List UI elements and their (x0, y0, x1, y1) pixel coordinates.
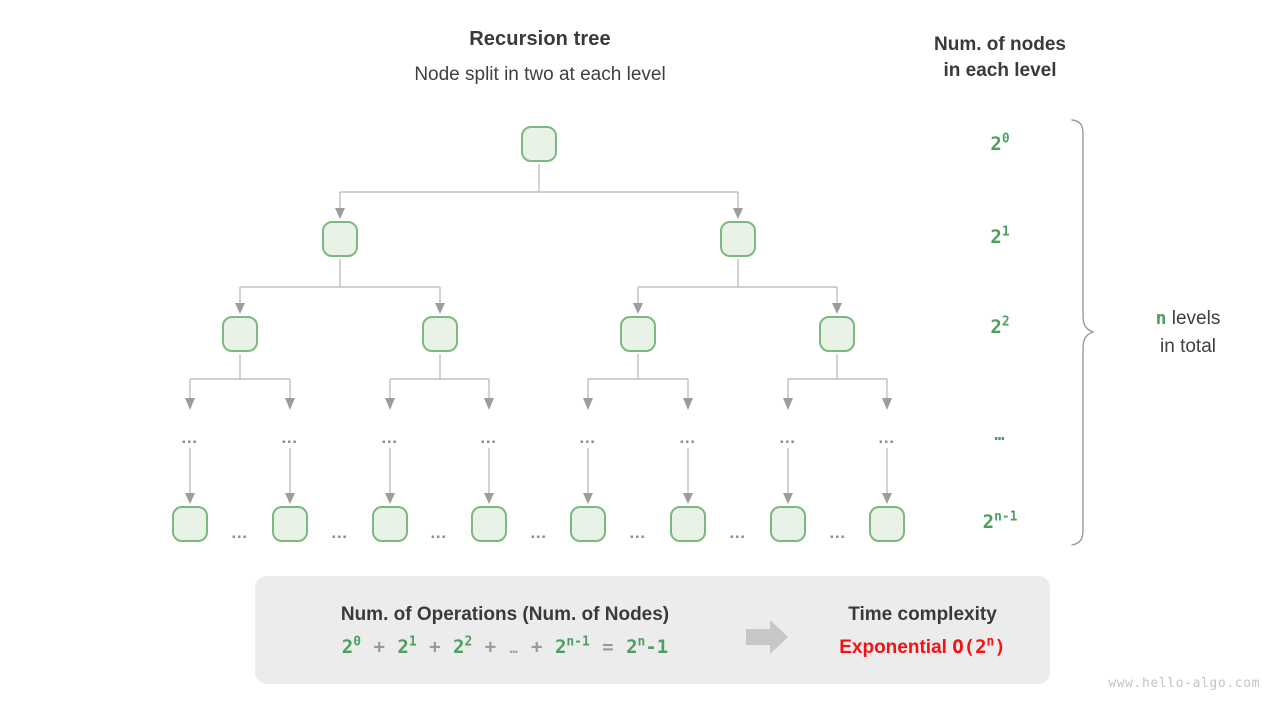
level-count-0-base: 2 (990, 133, 1002, 155)
right-column-title: Num. of nodes in each level (880, 32, 1120, 84)
summary-box (255, 576, 1050, 684)
tree-node[interactable] (720, 221, 756, 257)
tree-node[interactable] (670, 506, 706, 542)
right-column-title-line1: Num. of nodes (934, 34, 1066, 55)
level-count-1-base: 2 (990, 226, 1002, 248)
page-subtitle: Node split in two at each level (414, 64, 666, 85)
formula-term-1: 20 (341, 634, 362, 658)
summary-operations-title: Num. of Operations (Num. of Nodes) (340, 604, 670, 625)
tree-level-ellipsis: … (180, 428, 200, 447)
watermark: www.hello-algo.com (1108, 676, 1260, 691)
levels-total-label: n levels in total (1108, 305, 1268, 361)
tree-node[interactable] (869, 506, 905, 542)
formula-op-4: + (531, 636, 543, 658)
tree-level-ellipsis: … (778, 428, 798, 447)
tree-node[interactable] (272, 506, 308, 542)
formula-term-3: 22 (452, 634, 473, 658)
summary-formula: 20 + 21 + 22 + … + 2n-1 = 2n-1 (275, 634, 735, 658)
formula-term-2: 21 (397, 634, 417, 658)
tree-node[interactable] (172, 506, 208, 542)
bottom-row-ellipsis: … (828, 523, 848, 542)
bottom-row-ellipsis: … (330, 523, 350, 542)
bottom-row-ellipsis: … (230, 523, 250, 542)
complexity-notation: O(2n) (952, 634, 1006, 658)
level-count-n-1-exponent: n-1 (994, 509, 1018, 525)
tree-node[interactable] (322, 221, 358, 257)
level-count-1: 21 (940, 224, 1060, 248)
bottom-row-ellipsis: … (429, 523, 449, 542)
level-count-n-1-base: 2 (982, 511, 995, 533)
formula-equals: = (602, 636, 614, 658)
complexity-word: Exponential (839, 637, 947, 658)
level-count-0: 20 (940, 131, 1060, 155)
tree-level-ellipsis: … (877, 428, 897, 447)
level-count-1-exponent: 1 (1001, 224, 1010, 240)
tree-level-ellipsis: … (678, 428, 698, 447)
bottom-row-ellipsis: … (728, 523, 748, 542)
tree-node[interactable] (521, 126, 557, 162)
level-count-n-1: 2n-1 (940, 509, 1060, 533)
tree-node[interactable] (372, 506, 408, 542)
levels-total-word: levels (1171, 308, 1221, 329)
summary-complexity-value: Exponential O(2n) (800, 634, 1045, 658)
right-column-title-line2: in each level (943, 60, 1057, 81)
formula-op-2: + (429, 636, 441, 658)
level-count-2-base: 2 (990, 316, 1002, 338)
right-arrow-icon (746, 620, 788, 654)
formula-result: 2n-1 (626, 634, 669, 658)
page-title: Recursion tree (469, 28, 611, 50)
formula-ellipsis: … (509, 642, 518, 657)
tree-connectors (185, 164, 892, 504)
tree-node[interactable] (471, 506, 507, 542)
tree-level-ellipsis: … (578, 428, 598, 447)
formula-op-1: + (373, 636, 385, 658)
formula-op-3: + (484, 636, 497, 658)
level-count-2: 22 (940, 314, 1060, 338)
level-count-0-exponent: 0 (1001, 131, 1010, 147)
levels-brace (1071, 119, 1095, 546)
tree-node[interactable] (422, 316, 458, 352)
tree-level-ellipsis: … (479, 428, 499, 447)
bottom-row-ellipsis: … (628, 523, 648, 542)
tree-node[interactable] (620, 316, 656, 352)
tree-node[interactable] (819, 316, 855, 352)
levels-total-n: n (1155, 308, 1167, 329)
tree-node[interactable] (770, 506, 806, 542)
bottom-row-ellipsis: … (529, 523, 549, 542)
formula-term-4: 2n-1 (554, 634, 590, 658)
level-count-2-exponent: 2 (1001, 314, 1010, 330)
levels-total-suffix: in total (1160, 336, 1216, 357)
tree-node[interactable] (570, 506, 606, 542)
level-count-ellipsis: … (994, 425, 1006, 445)
tree-level-ellipsis: … (380, 428, 400, 447)
tree-node[interactable] (222, 316, 258, 352)
summary-complexity-title: Time complexity (848, 604, 997, 625)
tree-level-ellipsis: … (280, 428, 300, 447)
